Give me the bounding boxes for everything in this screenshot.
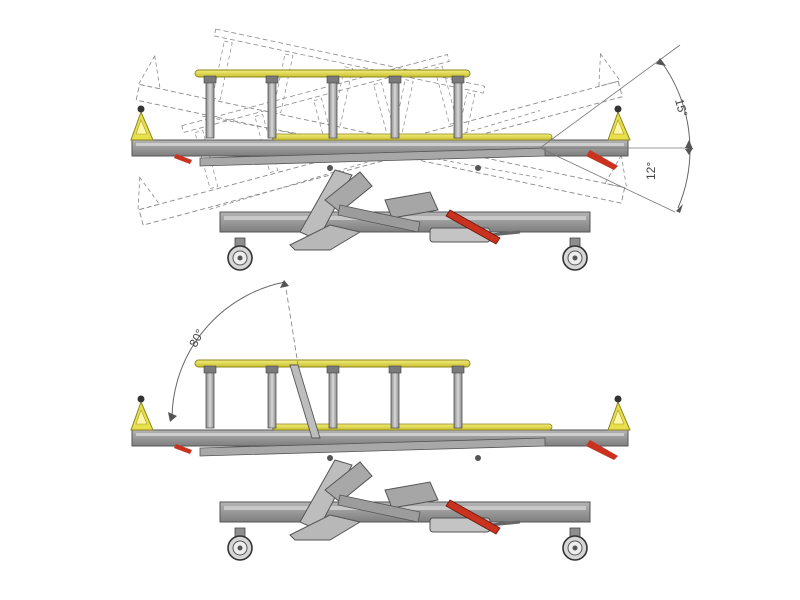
ghost-tilt-up-position (119, 12, 626, 228)
backrest-view: 80° (131, 280, 630, 560)
tilt-down-angle-label: 12° (644, 162, 658, 180)
backrest-dimension (168, 280, 289, 422)
backrest-raised (284, 281, 321, 439)
tilt-view: 15° 12° (119, 12, 693, 270)
tilt-dimension-lines (539, 44, 693, 213)
stretcher-solid-bottom (131, 360, 630, 560)
stretcher-solid-top (131, 70, 630, 270)
tilt-up-angle-label: 15° (672, 97, 690, 118)
